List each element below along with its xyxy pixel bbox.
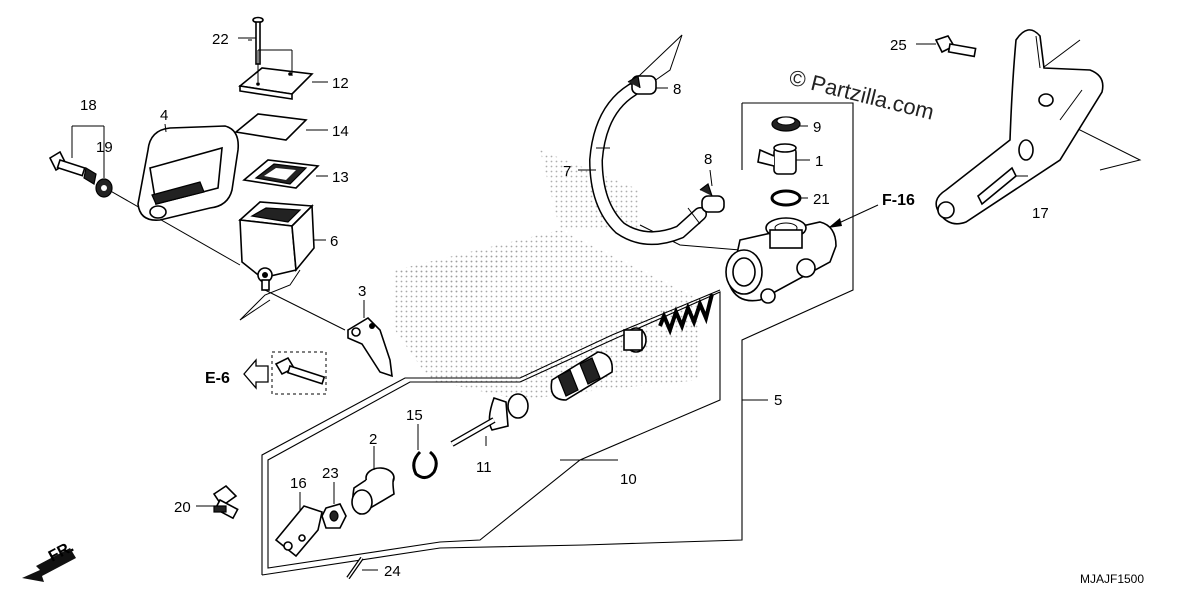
front-arrow-icon [22,548,76,582]
master-cylinder-body [725,217,837,304]
callout-8-upper: 8 [673,81,681,98]
part-22-screw [248,16,264,65]
callout-22: 22 [212,31,229,48]
part-14-plate [234,113,308,141]
assembly-box-10 [267,291,721,569]
watermark: © Partzilla.com [787,65,937,125]
callout-21: 21 [813,191,830,208]
part-8-clip-upper [627,75,657,95]
part-1-joint [757,143,797,175]
svg-text:E-6: E-6 [205,370,230,387]
callout-15: 15 [406,407,423,424]
assembly-box-5 [261,102,854,576]
part-17-bracket [935,29,1104,225]
callout-7: 7 [563,163,571,180]
front-direction-indicator: FR. [22,538,77,582]
background-wing-logo [395,150,700,400]
part-10-piston [550,351,614,401]
part-11-push-rod [450,393,529,447]
part-3-bracket [347,316,393,378]
callout-labels: 1 2 3 4 5 6 7 8 8 9 10 11 12 13 14 15 16… [80,31,1049,580]
part-24-cotter-pin [346,556,364,580]
ref-f16: F-16 [827,192,915,229]
ref-e6: E-6 [205,351,327,395]
callout-9: 9 [813,119,821,136]
part-13-diaphragm [242,159,320,189]
part-15-circlip [412,450,438,479]
callout-5: 5 [774,392,782,409]
e6-bolt [274,356,326,385]
part-10-spring [658,293,714,336]
callout-10: 10 [620,471,637,488]
svg-text:F-16: F-16 [882,192,915,209]
part-19-grommet [95,178,113,198]
left-arrow-icon [243,358,269,390]
callout-24: 24 [384,563,401,580]
part-8-clip-lower [699,183,725,213]
callout-12: 12 [332,75,349,92]
callout-8-lower: 8 [704,151,712,168]
part-12-reservoir-cap [238,67,314,100]
diagram-code: MJAJF1500 [1080,572,1144,586]
callout-leaders [71,37,1028,571]
callout-3: 3 [358,283,366,300]
callout-11: 11 [476,459,492,476]
callout-25: 25 [890,37,907,54]
part-25-bolt [934,35,977,58]
callout-17: 17 [1032,205,1049,222]
callout-1: 1 [815,153,823,170]
part-20-pin [212,484,239,520]
part-16-clevis [274,505,323,558]
callout-2: 2 [369,431,377,448]
callout-13: 13 [332,169,349,186]
callout-6: 6 [330,233,338,250]
callout-14: 14 [332,123,349,140]
part-9-cap [771,116,801,132]
callout-16: 16 [290,475,307,492]
part-2-boot [351,467,395,515]
part-6-reservoir-body [238,201,315,291]
part-21-o-ring [770,189,802,207]
callout-20: 20 [174,499,191,516]
part-23-nut [321,503,347,529]
part-18-bolt [48,150,97,185]
callout-4: 4 [160,107,168,124]
part-4-cover [137,125,240,221]
callout-23: 23 [322,465,339,482]
part-7-hose [588,83,707,246]
callout-19: 19 [96,139,113,156]
part-10-cup [623,327,647,353]
callout-18: 18 [80,97,97,114]
